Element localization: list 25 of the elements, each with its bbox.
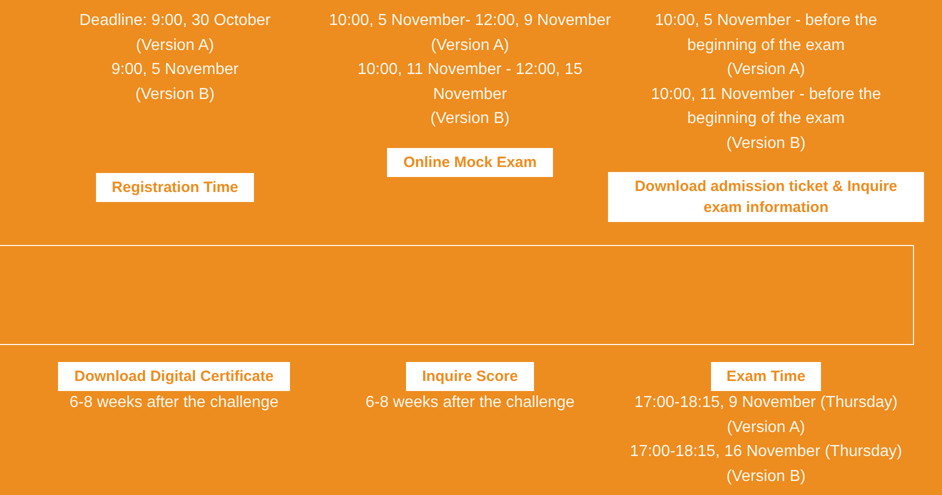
schedule-text: 10:00, 5 November- 12:00, 9 November xyxy=(328,11,612,31)
stage-label: Online Mock Exam xyxy=(387,148,553,176)
schedule-text: 17:00-18:15, 9 November (Thursday) xyxy=(633,393,899,413)
stage-label: Inquire Score xyxy=(406,362,534,391)
schedule-text: (Version A) xyxy=(134,36,216,56)
schedule-text: (Version A) xyxy=(430,36,510,56)
schedule-text: 9:00, 5 November xyxy=(110,60,240,80)
stage-label: Download Digital Certificate xyxy=(58,362,290,391)
stage-label: Registration Time xyxy=(96,173,254,202)
schedule-text: (Version B) xyxy=(725,466,807,486)
schedule-text: 10:00, 11 November - 12:00, 15 November xyxy=(356,60,584,104)
stage-label: Exam Time xyxy=(710,362,822,391)
schedule-text: (Version B) xyxy=(725,134,807,154)
schedule-text: 6-8 weeks after the challenge xyxy=(364,393,576,413)
timeline-band xyxy=(0,245,914,345)
schedule-text: (Version A) xyxy=(726,60,806,80)
schedule-text: 10:00, 11 November - before the beginning of the exam xyxy=(650,84,882,129)
stage-label: Download admission ticket & Inquire exam information xyxy=(608,172,924,222)
schedule-text: 6-8 weeks after the challenge xyxy=(68,393,280,413)
schedule-text: 17:00-18:15, 16 November (Thursday) xyxy=(628,442,904,462)
schedule-text: Deadline: 9:00, 30 October xyxy=(78,11,272,31)
schedule-text: (Version B) xyxy=(429,109,511,129)
schedule-text: 10:00, 5 November - before the beginning of the exam xyxy=(654,11,878,56)
schedule-text: (Version B) xyxy=(134,84,216,104)
schedule-text: (Version A) xyxy=(726,418,806,438)
